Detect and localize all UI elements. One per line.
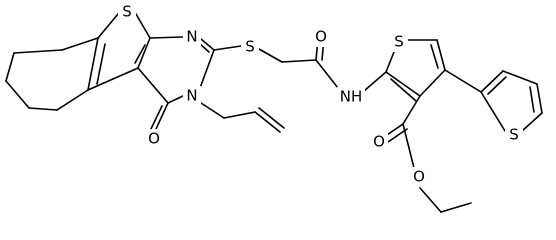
bond-thio-c-2	[385, 51, 395, 73]
bond-thio-l-2	[135, 13, 151, 39]
bond-amide-cn	[315, 59, 339, 89]
bond-thio-r-1	[480, 70, 504, 93]
bond-pyr-2	[200, 38, 215, 51]
bond-allyl-2	[223, 111, 256, 119]
bond-cyclo-4	[5, 80, 30, 109]
bond-ester-4	[402, 123, 415, 169]
bond-thio-c-dbl-1	[430, 44, 439, 69]
atom-s-right-thiophene: S	[509, 126, 519, 144]
bond-pyr-4	[167, 95, 184, 104]
bond-ch2-co	[281, 59, 317, 63]
bond-thio-r-2	[502, 70, 538, 85]
bond-biaryl	[444, 69, 482, 93]
atom-o-lactam: O	[148, 130, 160, 148]
atom-s-thioether: S	[245, 38, 255, 56]
bond-cyclo-3	[5, 52, 15, 82]
atom-nh-amide: NH	[340, 88, 363, 106]
bond-allyl-4	[258, 107, 285, 129]
bond-allyl-1	[200, 102, 225, 119]
bond-thio-l-1	[97, 13, 119, 39]
atom-s-left-ring: S	[122, 3, 132, 21]
atom-o-ester-carbonyl: O	[373, 133, 385, 151]
bond-ester-6	[440, 202, 472, 213]
bond-thio-c-1	[363, 71, 387, 92]
bond-thio-l-dbl-2	[134, 44, 146, 64]
bond-layer	[5, 13, 543, 213]
bond-allyl-3	[254, 111, 281, 133]
atom-s-center-thiophene: S	[394, 33, 404, 51]
bond-s-link-1	[213, 45, 242, 51]
atom-n-pyrimidine-top: N	[186, 28, 197, 46]
bond-thio-r-dbl-2	[529, 86, 535, 113]
bond-thio-l-4	[87, 67, 139, 91]
bond-pyr-3	[199, 49, 215, 89]
bond-thio-c-4	[436, 39, 446, 71]
bond-thio-r-4	[521, 112, 543, 132]
bond-cyclo-1	[61, 37, 99, 51]
bond-thio-r-dbl-1	[487, 76, 507, 95]
molecule-structure: S N S O S N NH O O	[5, 1, 543, 213]
bond-thio-l-3	[137, 37, 151, 69]
bond-ester-3	[387, 128, 408, 143]
atom-o-amide: O	[315, 28, 327, 46]
atom-o-ester-ether: O	[413, 168, 425, 186]
bond-ester-5	[419, 187, 442, 213]
molecule-canvas: S N S O S N NH O O	[5, 1, 543, 213]
bond-thio-c-dbl-2	[390, 78, 417, 102]
bond-thio-r-5	[480, 91, 506, 132]
bond-cyclo-2	[13, 49, 63, 54]
bond-cyclo-5	[28, 107, 58, 111]
bond-lactam-co-2	[149, 105, 163, 132]
bond-lactam-co-1	[155, 102, 169, 130]
bond-thio-r-3	[536, 83, 543, 114]
bond-s-link-2	[258, 48, 283, 63]
atom-n-pyrimidine-bottom: N	[186, 87, 197, 105]
bond-thio-c-6	[385, 71, 421, 97]
bond-thio-c-5	[419, 69, 446, 97]
bond-pyr-1	[149, 36, 184, 39]
bond-thio-l-5	[87, 37, 99, 91]
atom-label-layer: S N S O S N NH O O	[118, 1, 523, 187]
bond-thio-l-dbl-1	[96, 43, 106, 85]
bond-cyclo-6	[56, 89, 89, 111]
bond-ester-1	[402, 95, 421, 125]
bond-pyr-5	[137, 67, 169, 104]
